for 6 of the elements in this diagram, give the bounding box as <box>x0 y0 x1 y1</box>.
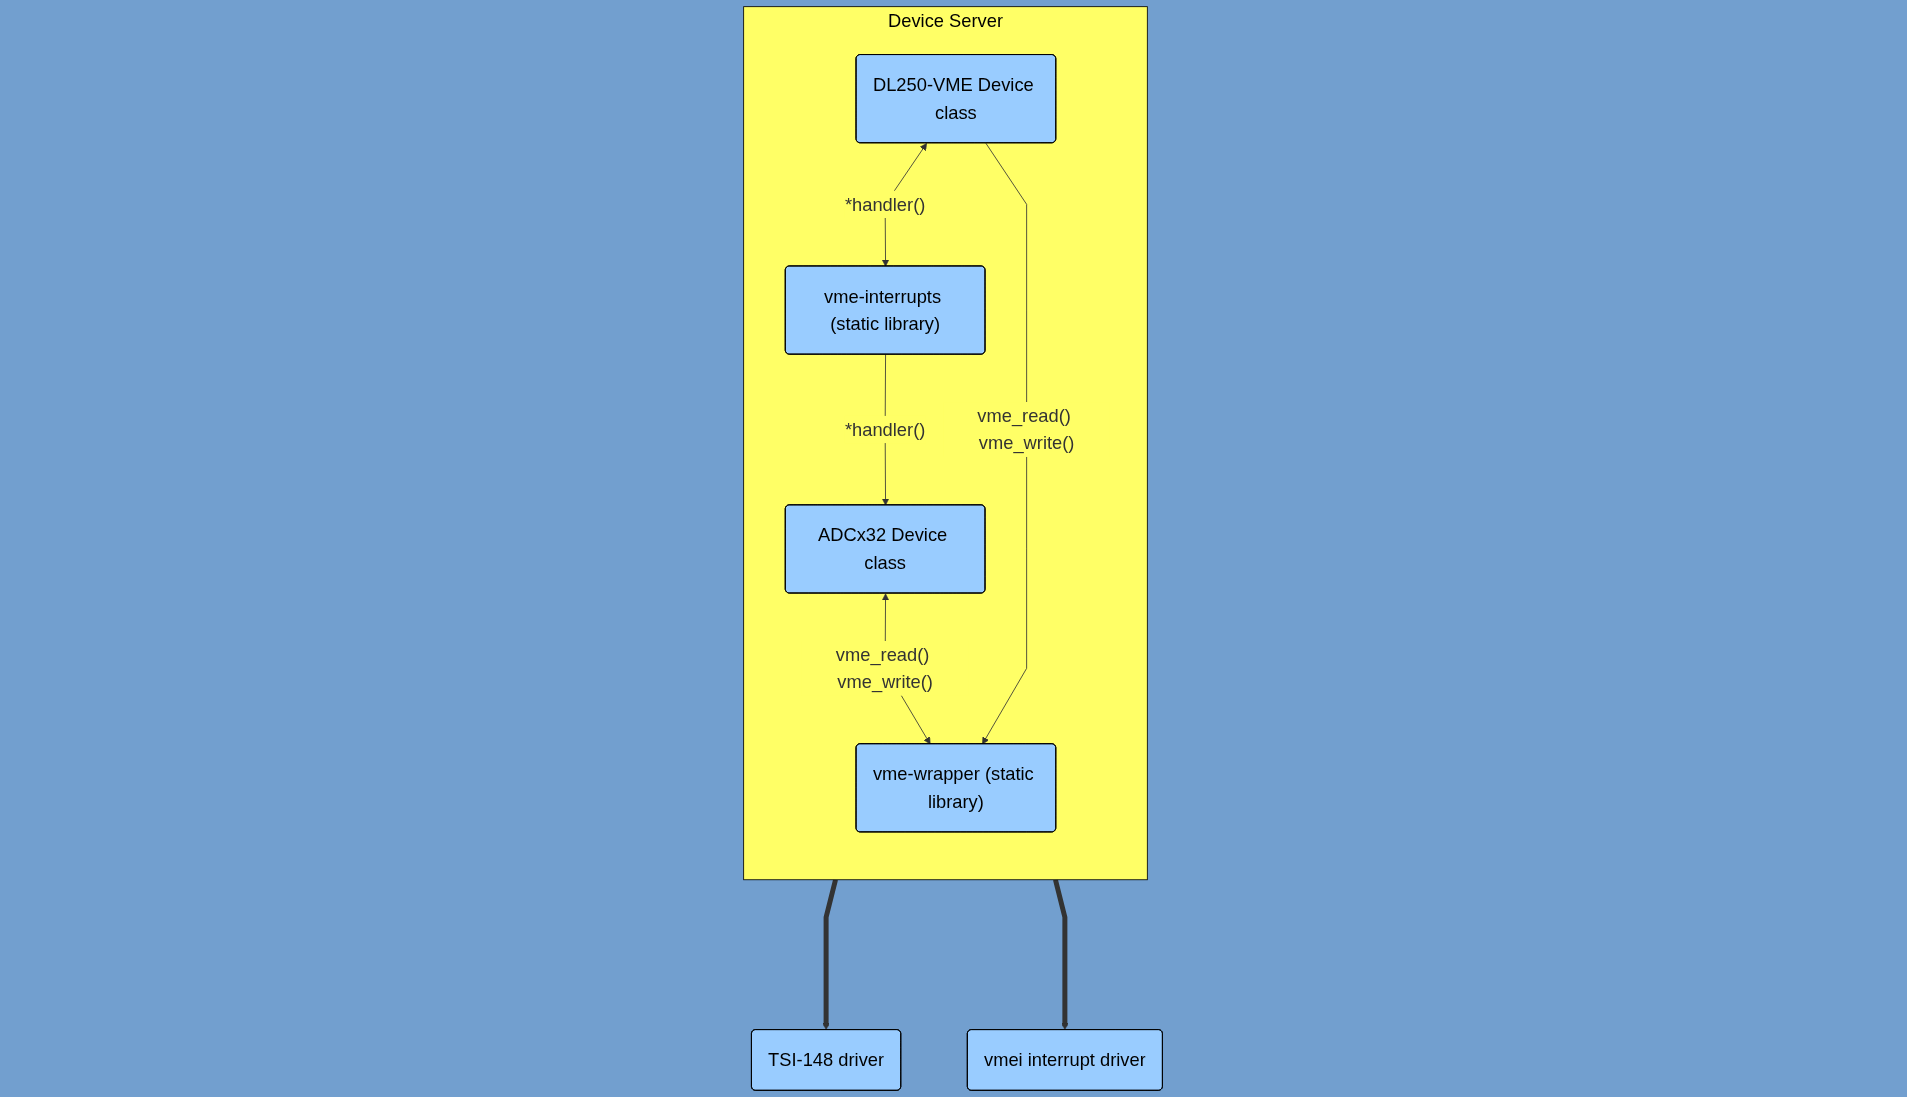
arrow <box>1053 879 1069 1030</box>
edge-label: vme_read() vme_write() <box>836 644 934 693</box>
edge-label: *handler() <box>845 193 926 215</box>
arrow <box>822 879 839 1030</box>
edge-label: vme_read() vme_write() <box>977 405 1075 454</box>
edge-label: *handler() <box>845 419 926 440</box>
